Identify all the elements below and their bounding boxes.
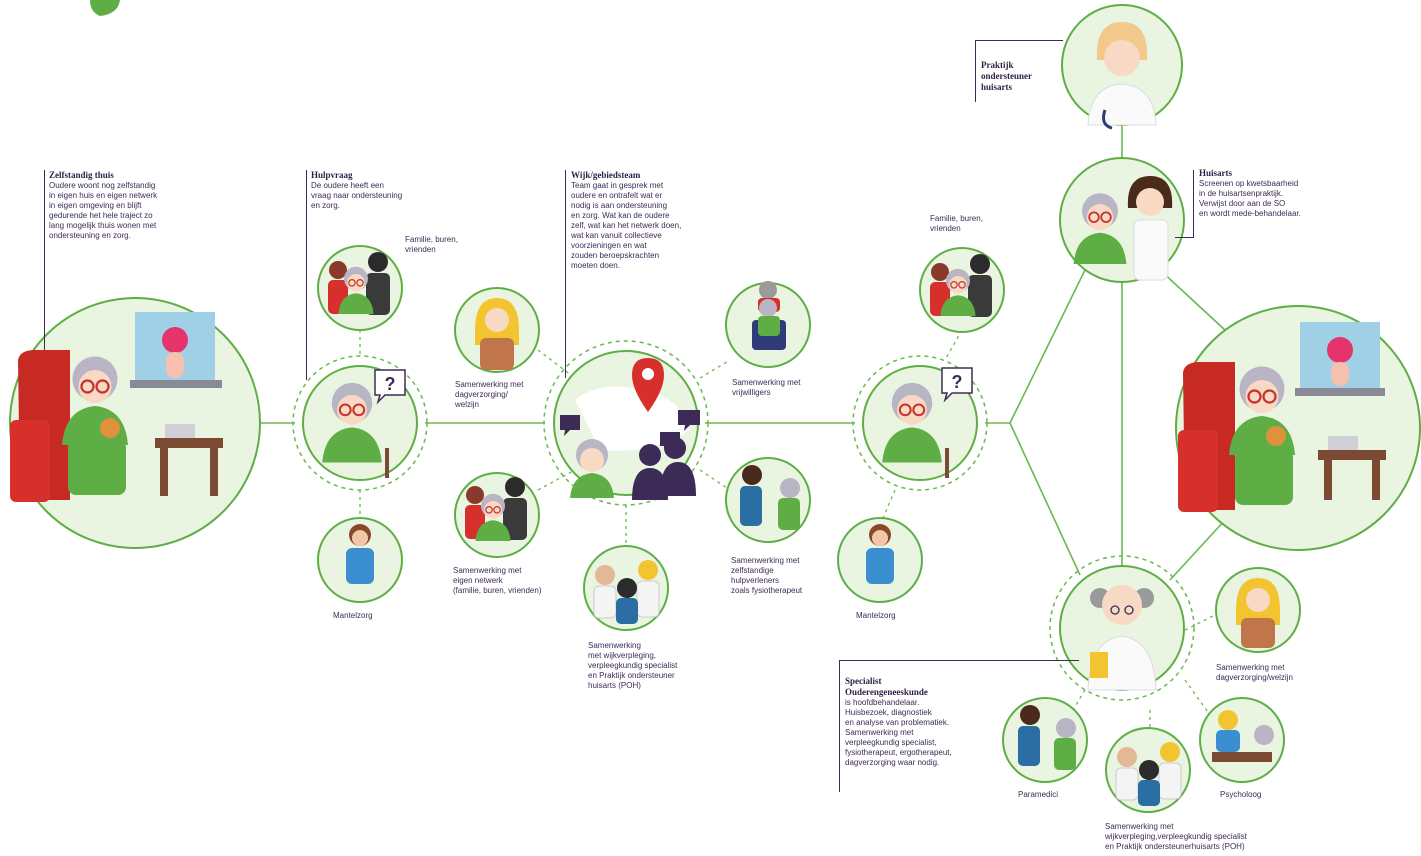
leader-line-specialist-h [839, 660, 1079, 661]
stage-poh-title: Praktijk ondersteuner huisarts [981, 60, 1032, 92]
stage-specialist-text: is hoofdbehandelaar. Huisbezoek, diagnos… [845, 698, 952, 767]
paramedici-circle [1002, 697, 1088, 783]
stage-hulpvraag: Hulpvraag De oudere heeft een vraag naar… [311, 170, 441, 211]
stage-hulpvraag-text: De oudere heeft een vraag naar ondersteu… [311, 181, 403, 210]
leader-line-poh [975, 40, 976, 102]
stage-zelfstandig: Zelfstandig thuis Oudere woont nog zelfs… [49, 170, 209, 241]
label-psycholoog: Psycholoog [1220, 790, 1262, 799]
wijk-circle [543, 340, 709, 506]
question-mark-icon: ? [385, 374, 396, 394]
stage-huisarts: Huisarts Screenen op kwetsbaarheid in de… [1199, 168, 1359, 219]
psycholoog-circle [1199, 697, 1285, 783]
logo-leaf-icon [90, 0, 120, 16]
stage-wijk-text: Team gaat in gesprek met oudere en ontra… [571, 181, 682, 270]
zelfstandige-hulp-circle [725, 457, 811, 543]
mantelzorg-circle-1 [317, 517, 403, 603]
label-dagverzorging-2: Samenwerking met dagverzorging/welzijn [1216, 663, 1293, 682]
label-eigen-netwerk: Samenwerking met eigen netwerk (familie,… [453, 566, 542, 595]
leader-line-hulpvraag [306, 170, 307, 380]
huisarts-circle [1059, 157, 1185, 283]
home-circle-left [9, 297, 261, 549]
hulpvraag-circle-2 [852, 355, 988, 491]
label-familie-1: Familie, buren, vrienden [405, 235, 458, 254]
stage-zelfstandig-text: Oudere woont nog zelfstandig in eigen hu… [49, 181, 158, 240]
label-wijkverpleging-2: Samenwerking met wijkverpleging,verpleeg… [1105, 822, 1247, 851]
stage-zelfstandig-title: Zelfstandig thuis [49, 170, 114, 180]
label-mantelzorg-2: Mantelzorg [856, 611, 896, 620]
label-mantelzorg-1: Mantelzorg [333, 611, 373, 620]
dagverzorging-circle-1 [454, 287, 540, 373]
eigen-netwerk-circle [454, 472, 540, 558]
stage-wijk-title: Wijk/gebiedsteam [571, 170, 641, 180]
connector-lines [258, 110, 1226, 581]
vrijwilligers-circle [725, 281, 811, 368]
hulpvraag-circle [292, 355, 428, 491]
leader-line-poh-h [975, 40, 1063, 41]
leader-line-huisarts-h [1175, 237, 1194, 238]
stage-huisarts-text: Screenen op kwetsbaarheid in de huisarts… [1199, 179, 1301, 218]
leader-line-zelfstandig [44, 170, 45, 350]
label-wijkverpleging-1: Samenwerking met wijkverpleging, verplee… [588, 641, 678, 690]
familie-circle-1 [317, 245, 403, 331]
familie-circle-2 [919, 247, 1005, 333]
leader-line-huisarts [1193, 170, 1194, 238]
stage-specialist-title: Specialist Ouderengeneeskunde [845, 676, 928, 697]
home-circle-right [1175, 305, 1421, 551]
poh-circle [1061, 4, 1183, 130]
stage-hulpvraag-title: Hulpvraag [311, 170, 353, 180]
dashed-links [359, 329, 1216, 735]
label-vrijwilligers: Samenwerking met vrijwilligers [732, 378, 801, 397]
label-zelfstandige-hulp: Samenwerking met zelfstandige hulpverlen… [731, 556, 803, 595]
label-dagverzorging-1: Samenwerking met dagverzorging/ welzijn [455, 380, 524, 409]
dagverzorging-circle-2 [1215, 567, 1301, 653]
wijkverpleging-circle-2 [1105, 727, 1191, 813]
label-paramedici: Paramedici [1018, 790, 1059, 799]
wijkverpleging-circle-1 [583, 545, 669, 631]
leader-line-specialist [839, 660, 840, 792]
stage-wijk: Wijk/gebiedsteam Team gaat in gesprek me… [571, 170, 731, 271]
stage-specialist: Specialist Ouderengeneeskunde is hoofdbe… [845, 676, 1005, 768]
question-mark-icon-2: ? [952, 372, 963, 392]
stage-huisarts-title: Huisarts [1199, 168, 1233, 178]
label-familie-2: Familie, buren, vrienden [930, 214, 983, 233]
leader-line-wijk [565, 170, 566, 378]
stage-poh: Praktijk ondersteuner huisarts [981, 60, 1071, 93]
specialist-circle [1049, 555, 1195, 701]
mantelzorg-circle-2 [837, 517, 923, 603]
